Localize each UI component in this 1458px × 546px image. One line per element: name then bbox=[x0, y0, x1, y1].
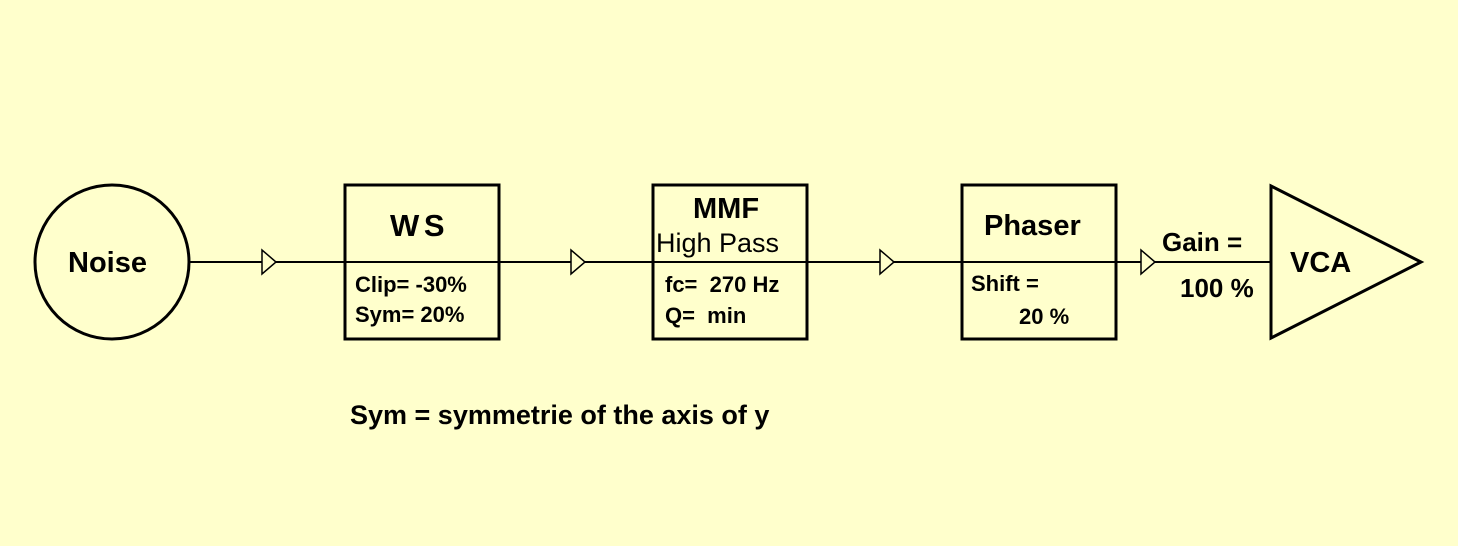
mmf-param-fc: fc= 270 Hz bbox=[665, 272, 780, 297]
footnote: Sym = symmetrie of the axis of y bbox=[350, 400, 770, 430]
phaser-param-value: 20 % bbox=[1019, 304, 1070, 329]
phaser-param-shift: Shift = bbox=[971, 271, 1039, 296]
arrow-mmf-to-phaser bbox=[879, 248, 896, 276]
arrow-noise-to-ws bbox=[261, 248, 278, 276]
gain-value: 100 % bbox=[1180, 273, 1254, 303]
noise-label: Noise bbox=[68, 247, 147, 279]
vca-label: VCA bbox=[1290, 247, 1352, 279]
arrow-phaser-to-vca bbox=[1140, 248, 1157, 276]
mmf-subtitle: High Pass bbox=[656, 228, 780, 258]
vca-triangle bbox=[1269, 183, 1425, 341]
phaser-title: Phaser bbox=[984, 210, 1081, 242]
ws-param-clip: Clip= -30% bbox=[355, 272, 467, 297]
gain-label: Gain = bbox=[1162, 227, 1243, 257]
mmf-param-q: Q= min bbox=[665, 303, 747, 328]
ws-title: W S bbox=[390, 208, 445, 243]
mmf-title: MMF bbox=[693, 193, 760, 225]
arrow-ws-to-mmf bbox=[570, 248, 587, 276]
ws-param-sym: Sym= 20% bbox=[355, 302, 465, 327]
noise-circle bbox=[33, 183, 191, 341]
